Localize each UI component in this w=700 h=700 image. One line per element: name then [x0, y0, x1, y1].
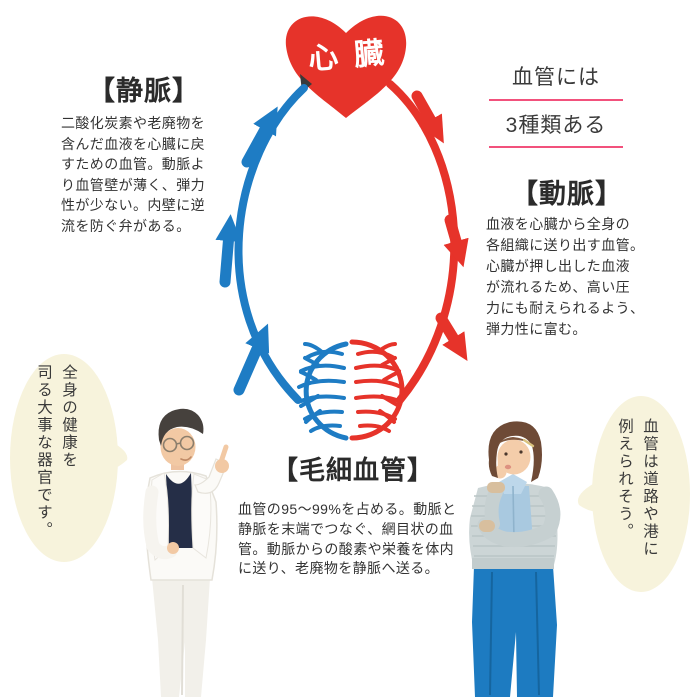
vein-flow-arrows: [215, 106, 278, 396]
left-speech-text: 全身の健康を 司る大事な器官です。: [35, 364, 77, 539]
vein-path: [234, 84, 308, 404]
man-face: [160, 428, 196, 466]
man-pointing-finger: [218, 444, 229, 465]
capillary-ball: [297, 339, 405, 441]
artery-arrow-top: [411, 90, 444, 144]
vein-arrow-top: [241, 106, 278, 168]
vein-heading: 【静脈】: [88, 76, 200, 106]
man-hair: [158, 408, 204, 446]
artery-flow-arrows: [411, 90, 469, 362]
intro-box: 血管には 3種類ある: [489, 59, 623, 148]
capillary-branches-blue: [297, 342, 346, 433]
heart-label: 心臓: [307, 35, 402, 76]
artery-description: 血液を心臓から全身の 各組織に送り出す血管。 心臓が押し出した血液 が流れるため…: [486, 216, 645, 337]
artery-arrow-bottom: [435, 312, 468, 362]
artery-arrow-middle: [443, 214, 469, 268]
artery-path: [386, 80, 459, 404]
woman-hair: [488, 421, 542, 482]
woman-figure: [469, 421, 561, 697]
woman-pants: [472, 566, 557, 697]
woman-hairclip: [522, 438, 535, 448]
man-figure: [143, 408, 229, 697]
intro-line-2: 3種類ある: [489, 101, 623, 148]
vein-description: 二酸化炭素や老廃物を 含んだ血液を心臓に戻 すための血管。動脈よ り血管壁が薄く…: [61, 115, 205, 234]
woman-face: [497, 439, 531, 475]
right-speech-text: 血管は道路や港に 例えられそう。: [616, 418, 658, 558]
left-speech-bubble: [10, 354, 128, 562]
man-shirt: [166, 473, 194, 548]
woman-crossed-arm: [477, 486, 561, 548]
vein-arrow-bottom: [233, 323, 270, 396]
right-speech-bubble: [577, 396, 690, 592]
capillary-heading: 【毛細血管】: [272, 455, 435, 485]
intro-line-1: 血管には: [489, 59, 623, 101]
vein-arrow-middle: [215, 214, 242, 288]
heart-icon: 心臓: [285, 15, 407, 118]
capillary-description: 血管の95〜99%を占める。動脈と 静脈を末端でつなぐ、網目状の血 管。動脈から…: [238, 501, 457, 577]
artery-heading: 【動脈】: [511, 179, 623, 209]
capillary-branches-red: [354, 342, 403, 433]
